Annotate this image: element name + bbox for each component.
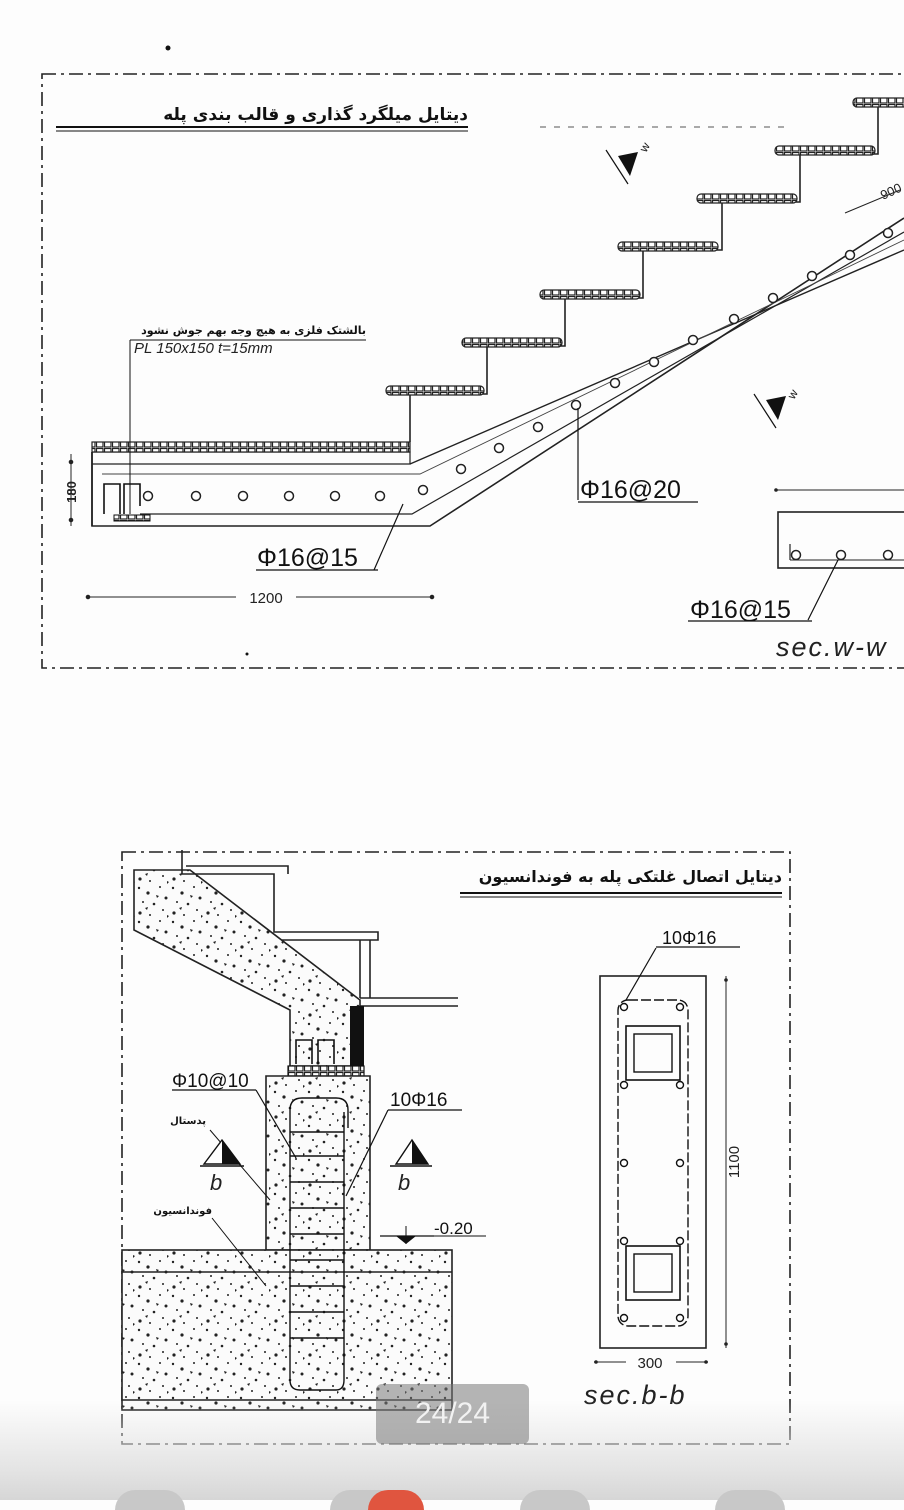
rebar-label-diag: Φ16@20 xyxy=(580,476,681,504)
section-w-w xyxy=(688,488,904,622)
svg-text:w: w xyxy=(636,140,653,156)
section-height-label: 1100 xyxy=(726,1146,743,1178)
plate-spec: PL 150x150 t=15mm xyxy=(134,340,273,357)
section-bars-label: 10Φ16 xyxy=(662,928,716,948)
toolbar-button-1[interactable] xyxy=(115,1490,185,1510)
rebar-dots-diagonal xyxy=(417,227,894,496)
bottom-toolbar xyxy=(0,1488,904,1510)
level-label: -0.20 xyxy=(434,1219,473,1238)
mainbar-label: 10Φ16 xyxy=(390,1090,447,1111)
section-width-label: 300 xyxy=(637,1355,662,1372)
foundation xyxy=(121,1249,453,1411)
steel-plate-seat xyxy=(103,339,366,522)
section-mark-w-bottom: w xyxy=(753,387,801,429)
stair-slab-top xyxy=(409,249,904,465)
slope-dim-line xyxy=(844,189,901,214)
length-dim xyxy=(85,594,435,600)
pedestal xyxy=(265,1075,371,1251)
foundation-label: فوندانسیون xyxy=(153,1206,212,1217)
plate-note: بالشتک فلزی به هیچ وجه بهم جوش نشود xyxy=(141,324,366,337)
slope-dim-label: 900 xyxy=(878,180,904,203)
page-counter: 24/24 xyxy=(376,1384,529,1444)
toolbar-button-active[interactable] xyxy=(368,1490,424,1510)
section-mark-b-left: b xyxy=(200,1138,244,1195)
section-mark-w-top: w xyxy=(605,140,653,185)
detail2-roller-connection: دیتایل اتصال غلتکی پله به فوندانسیون xyxy=(121,850,791,1445)
section-mark-b-right: b xyxy=(390,1138,432,1195)
bottom-rebar xyxy=(140,231,904,515)
section-b-b xyxy=(594,946,740,1364)
svg-text:b: b xyxy=(398,1170,410,1195)
stirrup-label: Φ10@10 xyxy=(172,1071,249,1092)
svg-text:w: w xyxy=(784,387,801,403)
level-marker xyxy=(380,1226,486,1244)
thickness-label: 180 xyxy=(64,481,79,503)
landing-top xyxy=(92,451,411,465)
foundation-leader xyxy=(211,1217,267,1287)
toolbar-button-4[interactable] xyxy=(715,1490,785,1510)
rebar-dots-landing xyxy=(142,490,386,502)
detail1-frame xyxy=(41,73,904,669)
stair-slab-bottom xyxy=(91,217,904,527)
upper-steps xyxy=(181,850,458,1007)
section-outline xyxy=(777,511,904,569)
pedestal-label: پدستال xyxy=(170,1116,206,1127)
landing-tiles xyxy=(91,441,411,453)
svg-text:b: b xyxy=(210,1170,222,1195)
section-w-label: sec.w-w xyxy=(776,632,888,662)
detail2-title: دیتایل اتصال غلتکی پله به فوندانسیون xyxy=(479,867,782,887)
mainbar-leader xyxy=(345,1109,389,1197)
detail1-stair-reinforcement: دیتایل میلگرد گذاری و قالب بندی پله 900 xyxy=(41,45,904,669)
ink-dot xyxy=(165,45,171,51)
detail1-title: دیتایل میلگرد گذاری و قالب بندی پله xyxy=(163,104,468,125)
section-b-label: sec.b-b xyxy=(584,1380,687,1410)
top-rebar xyxy=(102,239,904,475)
section-rebar-label: Φ16@15 xyxy=(690,596,791,624)
callout-line-bottom xyxy=(373,503,404,571)
stirrup-leader xyxy=(255,1089,297,1159)
step-treads xyxy=(385,97,904,396)
rebar-cage xyxy=(289,1097,349,1391)
toolbar-button-3[interactable] xyxy=(520,1490,590,1510)
inclined-slab xyxy=(133,869,361,1067)
rebar-label-bottom: Φ16@15 xyxy=(257,544,358,572)
ink-dot xyxy=(245,652,249,656)
thickness-dim xyxy=(68,454,74,526)
length-label: 1200 xyxy=(249,590,282,607)
